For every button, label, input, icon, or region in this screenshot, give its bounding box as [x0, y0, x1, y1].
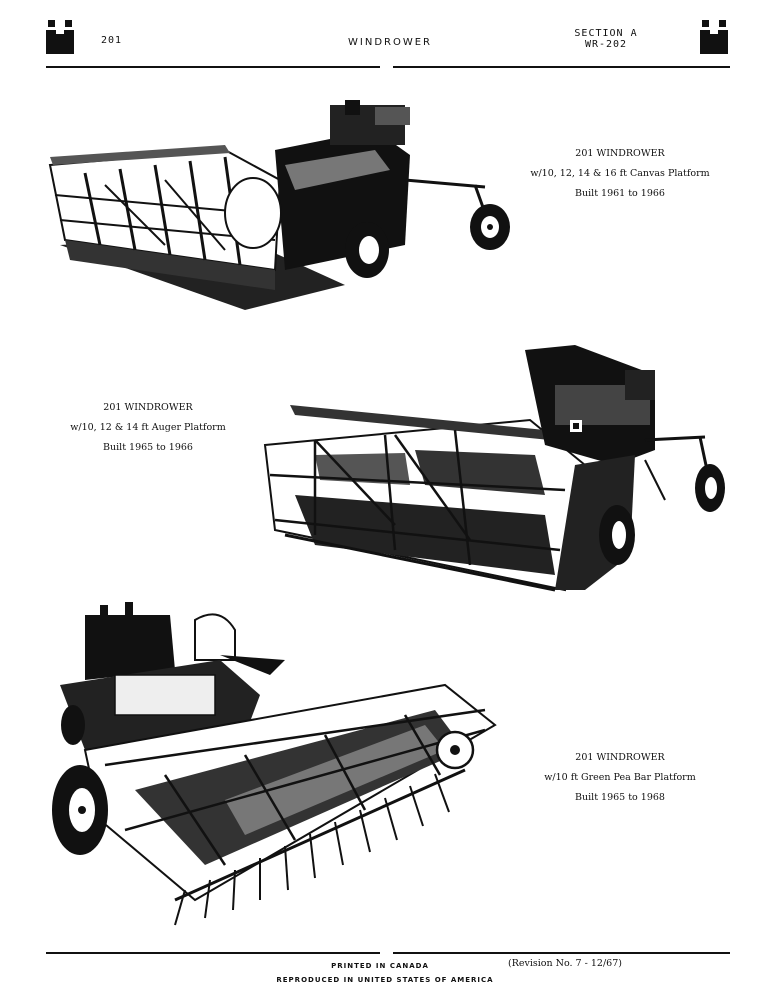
figure-1-caption-platform: w/10, 12, 14 & 16 ft Canvas Platform	[530, 168, 710, 179]
header-rule-right	[393, 66, 730, 68]
figure-1-caption: 201 WINDROWER w/10, 12, 14 & 16 ft Canva…	[520, 144, 720, 204]
figure-2-caption-years: Built 1965 to 1966	[103, 442, 193, 453]
printed-in-label: PRINTED IN CANADA	[331, 962, 429, 970]
section-label: SECTION A WR-202	[566, 28, 646, 50]
section-line-2: WR-202	[584, 39, 628, 50]
figure-3-caption-platform: w/10 ft Green Pea Bar Platform	[544, 772, 696, 783]
footer-rule-right	[393, 952, 730, 954]
figure-1-caption-years: Built 1961 to 1966	[575, 188, 665, 199]
figure-2-caption-title: 201 WINDROWER	[103, 402, 193, 413]
ih-logo-left-icon	[46, 20, 74, 54]
figure-2-caption: 201 WINDROWER w/10, 12 & 14 ft Auger Pla…	[48, 398, 248, 458]
reproduced-in-label: REPRODUCED IN UNITED STATES OF AMERICA	[276, 976, 494, 984]
figure-1-caption-title: 201 WINDROWER	[575, 148, 665, 159]
section-line-1: SECTION A	[574, 28, 638, 39]
revision-label: (Revision No. 7 - 12/67)	[508, 958, 622, 969]
windrower-canvas-platform-illustration	[48, 100, 510, 310]
figure-3-caption-years: Built 1965 to 1968	[575, 792, 665, 803]
figure-2-caption-platform: w/10, 12 & 14 ft Auger Platform	[70, 422, 226, 433]
page-title: WINDROWER	[348, 37, 432, 48]
figure-3-caption-title: 201 WINDROWER	[575, 752, 665, 763]
windrower-pea-bar-platform-illustration	[52, 602, 497, 926]
figure-3-caption: 201 WINDROWER w/10 ft Green Pea Bar Plat…	[520, 748, 720, 808]
windrower-auger-platform-illustration	[263, 345, 725, 592]
ih-logo-right-icon	[700, 20, 728, 54]
header-rule-left	[46, 66, 380, 68]
footer-rule-left	[46, 952, 380, 954]
page-number: 201	[101, 35, 123, 46]
